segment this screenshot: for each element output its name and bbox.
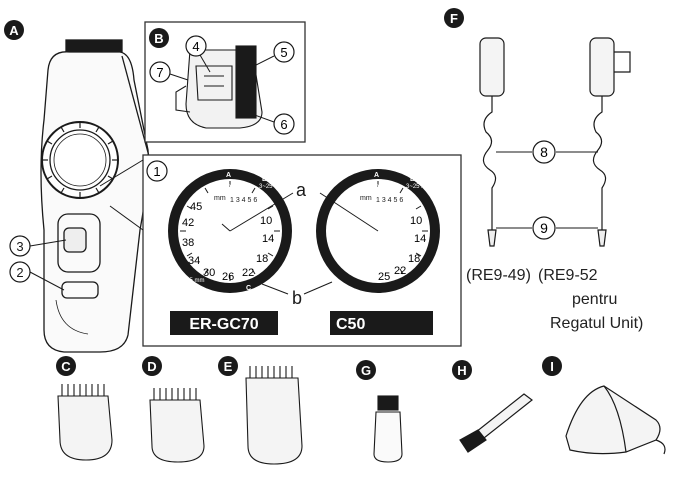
badge-c: C (56, 356, 76, 376)
svg-text:9: 9 (540, 220, 548, 236)
badge-e: E (218, 356, 238, 376)
callout-2: 2 (9, 261, 65, 291)
callout-8: 8 (496, 140, 598, 164)
svg-text:1 3 4 5 6: 1 3 4 5 6 (376, 197, 403, 204)
svg-text:14: 14 (414, 233, 426, 245)
svg-text:5: 5 (280, 45, 287, 60)
svg-text:30: 30 (203, 267, 215, 279)
svg-text:3: 3 (16, 239, 23, 254)
pouch (565, 385, 666, 455)
svg-text:B: B (262, 176, 267, 183)
model-bar-left (170, 311, 278, 335)
callout-6: 6 (251, 113, 295, 135)
svg-text:C: C (61, 359, 71, 374)
oil-bottle (373, 395, 403, 463)
dial-letter-b: b (292, 288, 302, 308)
callout-3: 3 (9, 235, 67, 257)
svg-text:A: A (374, 172, 379, 179)
svg-text:22: 22 (242, 267, 254, 279)
svg-text:22: 22 (394, 265, 406, 277)
model-label-right: C50 (336, 316, 365, 333)
svg-text:26~45 mm: 26~45 mm (176, 278, 205, 284)
svg-text:26: 26 (222, 271, 234, 283)
badge-a: A (4, 20, 24, 40)
adapter-caption-right-1: (RE9-52 (538, 267, 598, 284)
svg-text:25: 25 (378, 271, 390, 283)
dial-letter-a: a (296, 180, 307, 200)
trimmer-body (40, 39, 151, 353)
svg-text:B: B (410, 176, 415, 183)
svg-text:3~25 mm: 3~25 mm (259, 184, 284, 190)
svg-text:C: C (246, 285, 251, 292)
svg-text:42: 42 (182, 217, 194, 229)
svg-text:A: A (226, 172, 231, 179)
svg-text:6: 6 (280, 117, 287, 132)
svg-text:10: 10 (410, 215, 422, 227)
svg-text:mm: mm (214, 195, 226, 202)
callout-7: 7 (149, 61, 189, 83)
svg-text:34: 34 (188, 255, 200, 267)
svg-text:mm: mm (360, 195, 372, 202)
model-label-left: ER-GC70 (189, 316, 258, 333)
callout-5: 5 (253, 41, 295, 67)
svg-text:18: 18 (256, 253, 268, 265)
svg-text:14: 14 (262, 233, 274, 245)
panel-f: F 8 9 (444, 8, 631, 247)
svg-text:2: 2 (16, 265, 23, 280)
svg-text:E: E (224, 359, 233, 374)
panel-b: B 4 5 6 7 (144, 21, 306, 143)
svg-text:3~25 mm: 3~25 mm (406, 184, 431, 190)
adapter-caption-right-3: Regatul Unit) (550, 315, 644, 332)
svg-text:G: G (361, 363, 371, 378)
svg-text:18: 18 (408, 253, 420, 265)
svg-text:45: 45 (190, 201, 202, 213)
badge-i: I (542, 356, 562, 376)
badge-h: H (452, 360, 472, 380)
callout-4: 4 (185, 35, 211, 73)
badge-g: G (356, 360, 376, 380)
badge-d: D (142, 356, 162, 376)
dial-panel: 1 1~3 mm 3~25 mm 26~45 mm mm 1 3 4 5 6 A… (99, 154, 462, 347)
svg-text:1 3 4 5 6: 1 3 4 5 6 (230, 197, 257, 204)
svg-text:4: 4 (192, 39, 199, 54)
svg-text:8: 8 (540, 144, 548, 160)
svg-text:1: 1 (153, 164, 160, 179)
svg-text:D: D (147, 359, 156, 374)
svg-text:I: I (550, 359, 554, 374)
comb-d (149, 388, 205, 463)
badge-f-letter: F (450, 11, 458, 26)
comb-c (57, 384, 113, 461)
badge-b-letter: B (154, 31, 163, 46)
svg-text:38: 38 (182, 237, 194, 249)
svg-text:1~3 mm: 1~3 mm (362, 184, 384, 190)
callout-9: 9 (496, 216, 598, 240)
comb-e (245, 366, 303, 465)
model-bar-right (330, 311, 433, 335)
cleaning-brush (459, 393, 533, 453)
svg-text:10: 10 (260, 215, 272, 227)
adapter-caption-right-2: pentru (572, 291, 618, 308)
adapter-caption-left: (RE9-49) (466, 267, 531, 284)
dial-ticks (42, 122, 118, 198)
dial-right: 1~3 mm 3~25 mm mm 1 3 4 5 6 A B 10 14 18… (316, 169, 440, 293)
svg-text:H: H (457, 363, 466, 378)
dial-left: 1~3 mm 3~25 mm 26~45 mm mm 1 3 4 5 6 A B… (168, 169, 294, 293)
badge-a-letter: A (9, 23, 19, 38)
svg-text:7: 7 (156, 65, 163, 80)
svg-text:1~3 mm: 1~3 mm (214, 184, 236, 190)
